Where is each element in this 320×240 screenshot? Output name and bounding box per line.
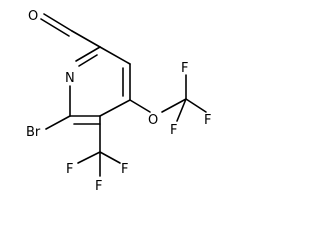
atom-ocf3-fluorine-top: F xyxy=(181,61,188,76)
chemical-structure: O N Br O F F F F F F xyxy=(26,9,211,194)
atom-ocf3-fluorine-right: F xyxy=(204,113,211,128)
bond-o-cf3 xyxy=(161,98,187,113)
atom-labels: O N Br O F F F F F F xyxy=(26,9,211,194)
bond-cf3-f-right xyxy=(99,151,121,164)
bond-cho-c6 xyxy=(71,30,101,48)
bond-ocf3-f-bottom xyxy=(176,98,187,122)
bond-cf3-f-left xyxy=(77,151,101,164)
atom-cf3-fluorine-right: F xyxy=(121,162,128,177)
atom-aldehyde-oxygen: O xyxy=(28,9,38,24)
atom-ocf3-fluorine-bottom: F xyxy=(170,123,177,138)
bond-aldehyde-co-2 xyxy=(40,18,70,37)
atom-cf3-fluorine-bottom: F xyxy=(95,179,102,194)
bond-c6-c5 xyxy=(99,46,131,65)
bond-aldehyde-co-1 xyxy=(43,13,73,32)
bond-c2-br xyxy=(45,115,71,130)
bond-c4-c3 xyxy=(99,99,131,117)
atom-bromine: Br xyxy=(26,125,41,140)
bond-ocf3-f-right xyxy=(185,98,207,113)
atom-ring-nitrogen: N xyxy=(65,71,75,86)
bonds xyxy=(40,13,207,177)
bond-c4-o xyxy=(129,99,151,113)
atom-ether-oxygen: O xyxy=(148,113,158,128)
atom-cf3-fluorine-left: F xyxy=(66,162,73,177)
bond-c6-n xyxy=(75,46,101,62)
bond-c6-n-inner xyxy=(78,54,98,67)
